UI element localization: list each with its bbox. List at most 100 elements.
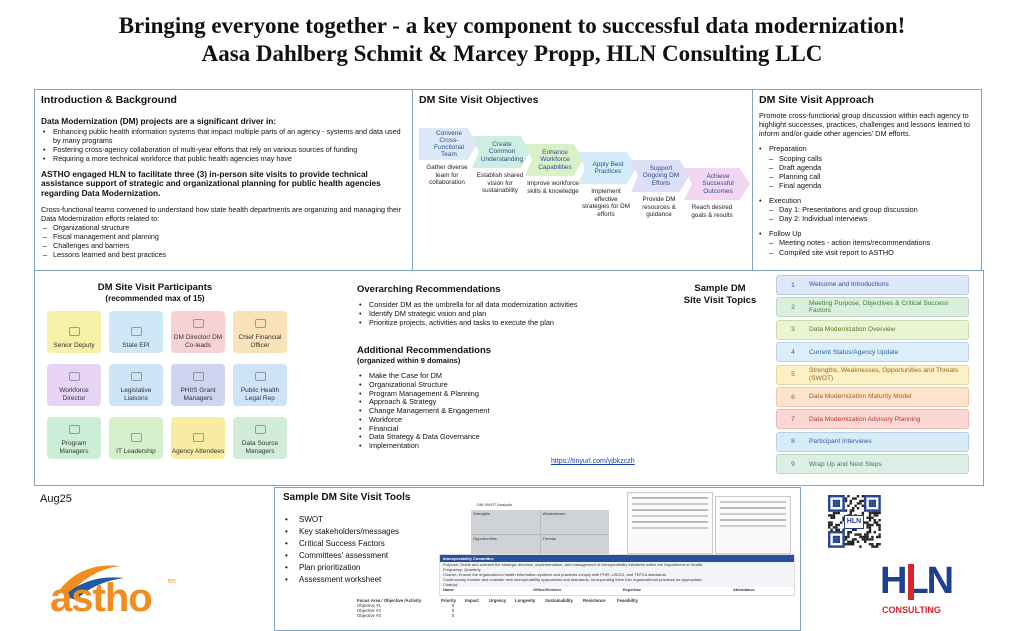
participant-tile: Agency Attendees xyxy=(171,417,225,459)
hln-logo: HLN CONSULTING xyxy=(880,560,954,615)
topic-label: Welcome and Introductions xyxy=(809,281,889,289)
list-item: Fostering cross-agency collaboration of … xyxy=(43,145,407,154)
approach-phases: Preparation Scoping calls Draft agenda P… xyxy=(759,144,975,256)
participant-icon xyxy=(254,319,266,329)
swot-thumbnail: DM SWOT Analysis Strengths Weaknesses Op… xyxy=(471,502,609,558)
prioritization-matrix: Focus Area / Objective /Activity Priorit… xyxy=(357,598,657,630)
intro-panel: Introduction & Background Data Moderniza… xyxy=(34,89,414,272)
participant-icon xyxy=(130,372,142,382)
astho-swoosh-icon xyxy=(58,565,124,600)
table-row: Objective #1 0 xyxy=(357,603,455,608)
list-item: Organizational structure xyxy=(43,223,407,232)
list-item: Workforce xyxy=(357,415,667,425)
table-row: Objective #3 0 xyxy=(357,613,455,618)
list-item: Planning call xyxy=(769,172,975,181)
participant-label: PHIIS Grant Managers xyxy=(180,387,216,402)
recommendations-link[interactable]: https://tinyurl.com/yjbkzczh xyxy=(551,458,635,465)
participant-icon xyxy=(254,425,266,435)
objectives-header: DM Site Visit Objectives xyxy=(419,94,539,106)
list-item: SWOT xyxy=(283,514,443,526)
list-item: Identify DM strategic vision and plan xyxy=(357,309,667,319)
objective-description: Improve workforce skills & knowledge xyxy=(527,180,579,195)
participant-tile: Workforce Director xyxy=(47,364,101,406)
participants-sub: (recommended max of 15) xyxy=(105,294,205,303)
additional-header: Additional Recommendations xyxy=(357,344,492,356)
objective-chevron: Achieve Successful Outcomes xyxy=(684,168,750,200)
worksheet-thumbnail xyxy=(715,496,791,554)
list-item: Draft agenda xyxy=(769,163,975,172)
topic-number: 6 xyxy=(791,393,795,401)
topic-number: 8 xyxy=(791,438,795,446)
list-item: Program Management & Planning xyxy=(357,389,667,399)
list-item: Plan prioritization xyxy=(283,562,443,574)
objective-description: Establish shared vision for sustainabili… xyxy=(476,172,524,195)
approach-header: DM Site Visit Approach xyxy=(759,94,874,106)
poster-title: Bringing everyone together - a key compo… xyxy=(118,13,906,38)
tools-list: SWOT Key stakeholders/messages Critical … xyxy=(283,514,443,586)
astho-logo: astho tm xyxy=(50,556,190,626)
list-item: Prioritize projects, activities and task… xyxy=(357,318,667,328)
list-item: Implementation xyxy=(357,441,667,451)
participant-tile: Public Health Legal Rep xyxy=(233,364,287,406)
phase-execution: Execution Day 1: Presentations and group… xyxy=(759,196,975,223)
list-item: Meeting notes - action items/recommendat… xyxy=(769,238,975,247)
topic-number: 1 xyxy=(791,281,795,289)
stakeholder-thumbnail xyxy=(627,492,713,554)
list-item: Assessment worksheet xyxy=(283,574,443,586)
list-item: Consider DM as the umbrella for all data… xyxy=(357,301,667,310)
swot-cell: Opportunities xyxy=(471,534,540,558)
objective-description: Implement effective strategies for DM ef… xyxy=(582,188,630,218)
list-item: Requiring a more technical workforce tha… xyxy=(43,154,407,163)
list-item: Compiled site visit report to ASTHO xyxy=(769,248,975,257)
participant-icon xyxy=(68,425,80,435)
topic-item: 6 Data Modernization Maturity Model xyxy=(776,387,969,407)
overarching-list: Consider DM as the umbrella for all data… xyxy=(357,301,667,328)
approach-panel: DM Site Visit Approach Promote cross-fun… xyxy=(752,89,982,272)
date-label: Aug25 xyxy=(40,493,72,505)
list-item: Lessons learned and best practices xyxy=(43,250,407,259)
topic-label: Strengths, Weaknesses, Opportunities and… xyxy=(809,367,959,382)
objective-description: Provide DM resources & guidance xyxy=(642,196,676,219)
list-item: Fiscal management and planning xyxy=(43,232,407,241)
list-item: Organizational Structure xyxy=(357,380,667,390)
topic-item: 5 Strengths, Weaknesses, Opportunities an… xyxy=(776,364,969,385)
objective-chevron: Enhance Workforce Capabilities xyxy=(525,144,583,176)
participant-tile: PHIIS Grant Managers xyxy=(171,364,225,406)
hln-red-bar-icon xyxy=(908,564,914,600)
list-item: Day 2: Individual interviews xyxy=(769,214,975,223)
list-item: Day 1: Presentations and group discussio… xyxy=(769,205,975,214)
participant-label: Agency Attendees xyxy=(171,447,225,455)
phase-preparation: Preparation Scoping calls Draft agenda P… xyxy=(759,144,975,190)
topic-label: Data Modernization Maturity Model xyxy=(809,393,912,401)
participant-tile: Data Source Managers xyxy=(233,417,287,459)
participant-label: DM Director/ DM Co-leads xyxy=(173,334,223,349)
intro-lead: Data Modernization (DM) projects are a s… xyxy=(41,116,277,127)
participant-icon xyxy=(254,372,266,382)
list-item: Change Management & Engagement xyxy=(357,406,667,416)
topic-number: 5 xyxy=(791,371,795,379)
intro-header: Introduction & Background xyxy=(41,94,177,106)
list-item: Key stakeholders/messages xyxy=(283,526,443,538)
topic-number: 7 xyxy=(791,415,795,423)
intro-engaged: ASTHO engaged HLN to facilitate three (3… xyxy=(41,168,381,198)
qr-code[interactable]: HLN xyxy=(822,493,886,551)
recommendations: Overarching Recommendations Consider DM … xyxy=(357,284,667,451)
objective-chevron: Create Common Understanding xyxy=(472,136,530,168)
objective-description: Reach desired goals & results xyxy=(691,204,733,219)
participant-icon xyxy=(130,432,142,442)
participant-label: Public Health Legal Rep xyxy=(240,387,280,402)
list-item: Enhancing public health information syst… xyxy=(43,127,407,145)
intro-teams: Cross-functional teams convened to under… xyxy=(41,205,401,224)
list-item: Approach & Strategy xyxy=(357,398,667,407)
swot-cell: Weaknesses xyxy=(540,510,609,534)
participant-label: IT Leadership xyxy=(116,447,156,455)
list-item: Scoping calls xyxy=(769,154,975,163)
tools-header: Sample DM Site Visit Tools xyxy=(283,492,411,503)
list-item: Data Strategy & Data Governance xyxy=(357,433,667,442)
objective-chevron: Support Ongoing DM Efforts xyxy=(631,160,689,192)
participant-tile: IT Leadership xyxy=(109,417,163,459)
committee-sheet: Interoperability Committee Purpose: Guid… xyxy=(439,554,795,596)
